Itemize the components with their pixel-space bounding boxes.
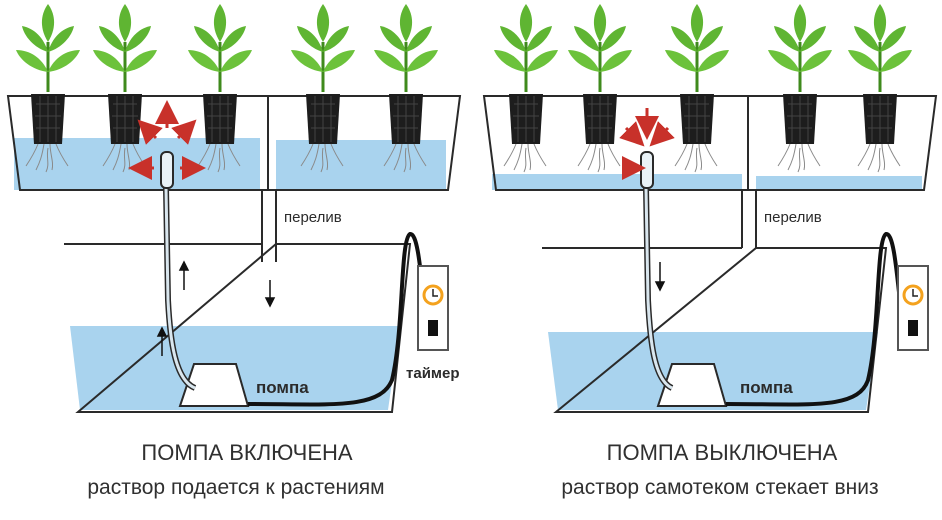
overflow-label: перелив xyxy=(764,209,822,226)
power-cord xyxy=(725,232,906,407)
pump-label: помпа xyxy=(256,378,309,397)
tray-water xyxy=(756,176,922,190)
left-panel: перелив помпа таймер ПОМПА ВКЛЮЧЕНА раст… xyxy=(6,2,462,499)
reservoir xyxy=(64,243,412,413)
right-subtitle: раствор самотеком стекает вниз xyxy=(561,476,878,499)
flow-arrows xyxy=(654,262,666,292)
overflow-pipe xyxy=(741,190,757,248)
timer-device xyxy=(417,265,449,351)
outlet-nozzle xyxy=(160,151,174,189)
power-cord xyxy=(247,232,430,407)
pump xyxy=(656,363,728,407)
reservoir xyxy=(542,247,888,413)
tray-water xyxy=(14,138,260,190)
left-title: ПОМПА ВКЛЮЧЕНА xyxy=(141,440,352,465)
plants xyxy=(492,2,914,173)
timer-device xyxy=(897,265,929,351)
pump xyxy=(178,363,250,407)
outlet-nozzle xyxy=(640,151,654,189)
flow-arrows xyxy=(156,260,276,356)
overflow-label: перелив xyxy=(284,209,342,226)
tray-water xyxy=(492,174,742,190)
right-panel: перелив помпа ПОМПА ВЫКЛЮЧЕНА раствор са… xyxy=(482,2,938,499)
left-subtitle: раствор подается к растениям xyxy=(87,476,384,499)
spray-arrows xyxy=(128,100,206,180)
tray-water xyxy=(276,140,446,190)
pump-label: помпа xyxy=(740,378,793,397)
return-arrows xyxy=(619,108,675,180)
timer-label: таймер xyxy=(406,365,460,382)
overflow-pipe xyxy=(261,190,277,262)
right-title: ПОМПА ВЫКЛЮЧЕНА xyxy=(607,440,838,465)
